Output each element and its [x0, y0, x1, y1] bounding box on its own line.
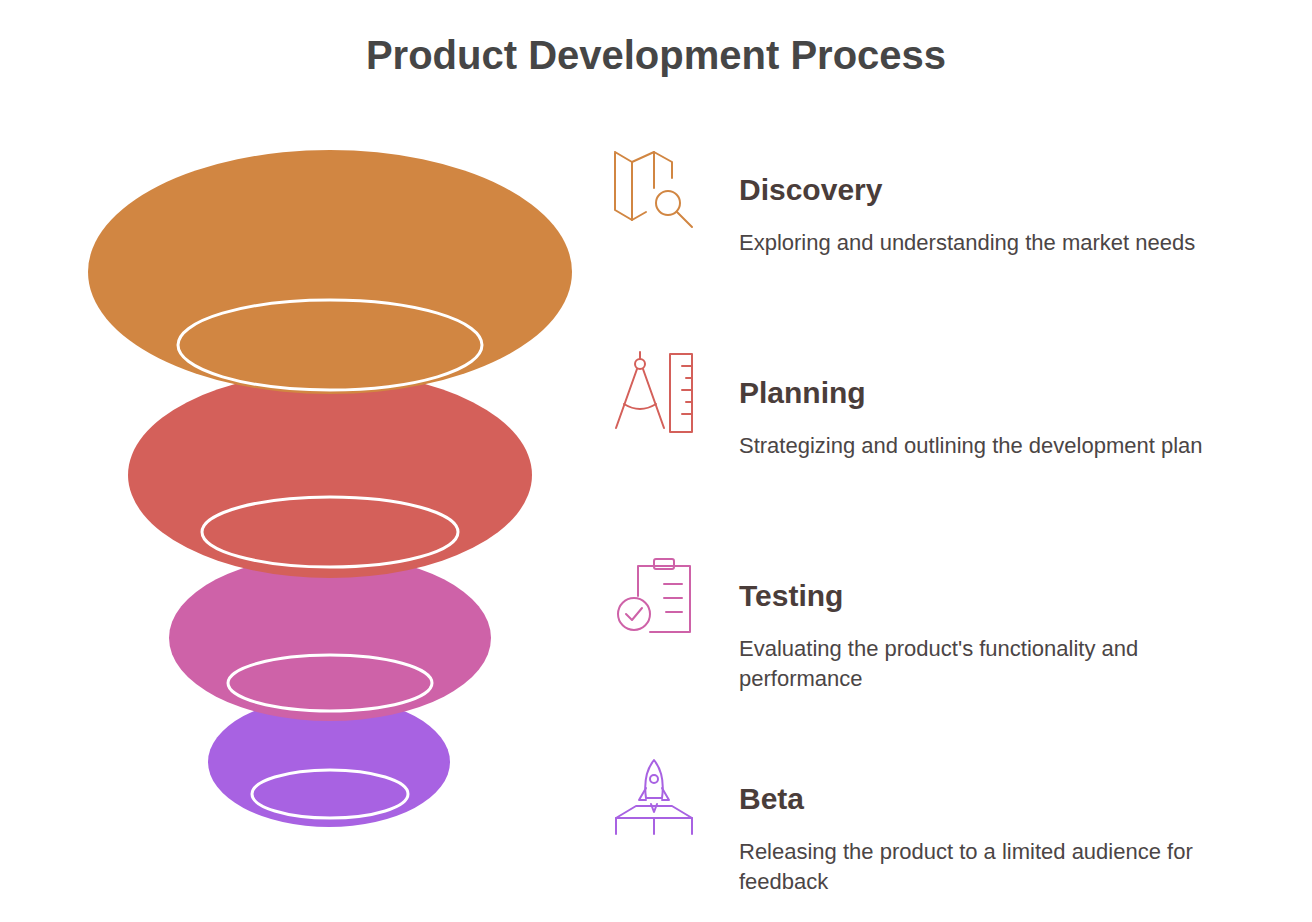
stage-heading: Discovery: [739, 172, 1239, 208]
stage-heading: Beta: [739, 781, 1239, 817]
stage-node: BetaReleasing the product to a limited a…: [739, 781, 1239, 897]
stage-heading: Planning: [739, 375, 1239, 411]
stage-heading: Testing: [739, 578, 1239, 614]
map-icon: [615, 152, 692, 227]
stage-description: Evaluating the product's functionality a…: [739, 634, 1239, 694]
stage-node: PlanningStrategizing and outlining the d…: [739, 375, 1239, 461]
stage-description: Strategizing and outlining the developme…: [739, 431, 1239, 461]
stage-description: Exploring and understanding the market n…: [739, 228, 1239, 258]
clipboard-icon: [618, 559, 690, 632]
stage-description: Releasing the product to a limited audie…: [739, 837, 1239, 897]
funnel-layer: [88, 150, 572, 394]
diagram-title: Product Development Process: [0, 28, 1312, 82]
funnel-layer: [169, 555, 491, 721]
stage-node: DiscoveryExploring and understanding the…: [739, 172, 1239, 258]
funnel-layer: [128, 372, 532, 578]
rocket-icon: [616, 760, 692, 834]
stage-node: TestingEvaluating the product's function…: [739, 578, 1239, 694]
compass-ruler-icon: [616, 352, 692, 432]
